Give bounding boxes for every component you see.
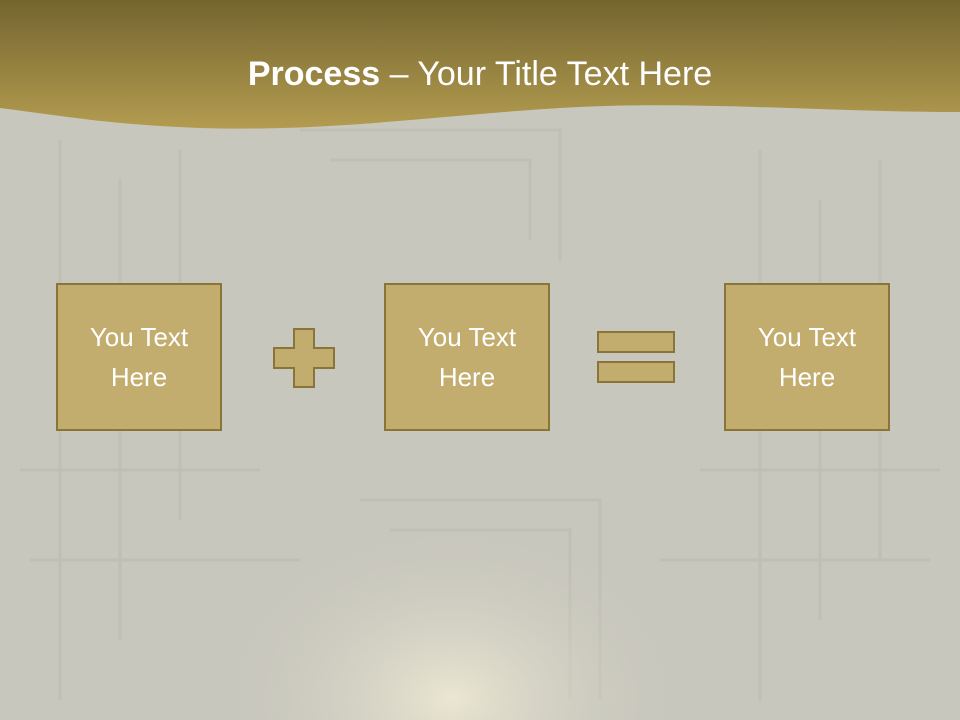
process-box-2-text: You Text Here — [417, 322, 517, 392]
slide-title: Process – Your Title Text Here — [0, 52, 960, 96]
equals-icon — [597, 331, 675, 383]
process-box-2: You Text Here — [384, 283, 550, 431]
process-box-1-text: You Text Here — [89, 322, 189, 392]
process-box-3-text: You Text Here — [757, 322, 857, 392]
plus-icon — [273, 328, 335, 388]
title-rest: – Your Title Text Here — [380, 55, 713, 93]
process-box-1: You Text Here — [56, 283, 222, 431]
title-bold: Process — [247, 55, 381, 93]
process-box-3: You Text Here — [724, 283, 890, 431]
